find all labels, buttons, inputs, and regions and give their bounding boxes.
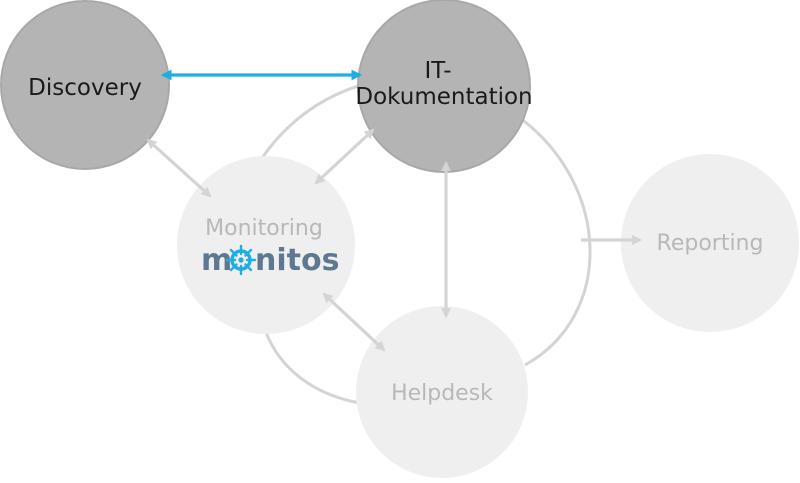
node-discovery[interactable]: Discovery	[0, 0, 170, 170]
node-it-dokumentation[interactable]: IT- Dokumentation	[355, 0, 533, 173]
arrow-monitoring-to-helpdesk	[322, 292, 386, 352]
arrow-it-dokumentation-to-monitoring	[314, 128, 375, 185]
discovery-label: Discovery	[28, 75, 142, 101]
arrow-discovery-to-monitoring	[146, 138, 212, 198]
it-dokumentation-label-line2: Dokumentation	[355, 84, 532, 110]
reporting-label: Reporting	[657, 231, 764, 256]
monitos-logo-rest: nitos	[255, 243, 339, 278]
helpdesk-circle[interactable]	[356, 306, 528, 478]
helpdesk-label: Helpdesk	[391, 381, 493, 406]
ship-wheel-icon	[225, 244, 257, 276]
loop-it-dokumentation-to-monitoring-outer	[260, 80, 373, 159]
node-helpdesk[interactable]: Helpdesk	[356, 306, 528, 478]
node-monitoring[interactable]: Monitoring m	[0, 0, 355, 334]
it-dokumentation-label-line1: IT-	[424, 58, 451, 84]
reporting-circle[interactable]	[621, 154, 799, 332]
discovery-circle[interactable]	[0, 0, 170, 170]
connector-loops	[260, 80, 592, 405]
connector-arrows	[146, 69, 643, 352]
loop-it-dokumentation-to-helpdesk-outer	[519, 116, 592, 367]
loop-monitoring-to-helpdesk-outer	[263, 329, 361, 405]
monitos-logo: m nitos monitos	[201, 243, 339, 278]
monitoring-label: Monitoring	[205, 216, 323, 241]
node-reporting[interactable]: Reporting	[621, 154, 799, 332]
monitoring-circle[interactable]	[177, 156, 355, 334]
